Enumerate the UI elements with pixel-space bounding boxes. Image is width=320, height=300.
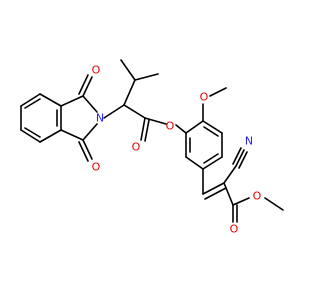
- valine-side-chain: [103, 59, 159, 119]
- oxygen-atom-methoxy: O: [200, 91, 209, 104]
- imide-ring: [60, 74, 98, 162]
- molecule-structure: O O N O O O N O O: [20, 59, 284, 236]
- atom-labels: O O N O O O N O O: [92, 64, 262, 236]
- oxygen-atom-imide-top: O: [92, 64, 101, 77]
- cyanoacrylate-group: [202, 147, 284, 223]
- methoxy-group: [202, 87, 227, 122]
- oxygen-atom-imide-bottom: O: [92, 161, 101, 174]
- central-benzene-ring: [185, 120, 223, 170]
- oxygen-atom-ester-link: O: [166, 120, 175, 133]
- oxygen-atom-acrylate-carbonyl: O: [230, 223, 239, 236]
- ester-group: [123, 104, 187, 142]
- oxygen-atom-acrylate-link: O: [253, 190, 262, 203]
- nitrogen-atom-nitrile: N: [245, 135, 253, 148]
- phthalimide-benzene-ring: [20, 93, 62, 143]
- nitrogen-atom-imide: N: [96, 112, 104, 125]
- oxygen-atom-ester-carbonyl: O: [132, 141, 141, 154]
- structure-canvas: O O N O O O N O O: [20, 59, 284, 236]
